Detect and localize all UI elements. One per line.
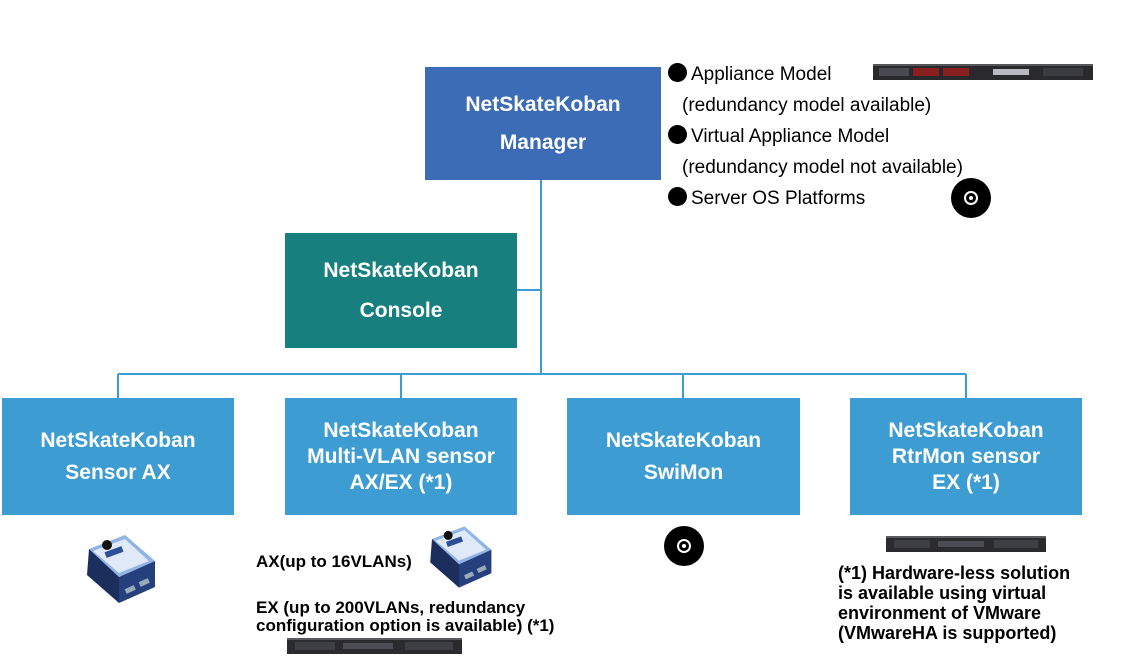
ex-note-line-1: EX (up to 200VLANs, redundancy <box>256 598 526 617</box>
ex-rack-server-icon <box>287 638 462 654</box>
sensor-ax-title: NetSkateKoban <box>40 428 196 452</box>
rtrmon-rack-server-icon <box>886 536 1046 552</box>
manager-node: NetSkateKoban Manager <box>425 67 661 180</box>
manager-models-list: Appliance Model (redundancy model availa… <box>668 59 963 214</box>
bullet-icon <box>668 63 687 82</box>
sensor-ax-device-icon <box>87 535 155 603</box>
hardware-less-footnote: (*1) Hardware-less solution is available… <box>838 563 1070 643</box>
console-title: NetSkateKoban <box>323 258 479 282</box>
swimon-subtitle: SwiMon <box>643 460 724 484</box>
swimon-title: NetSkateKoban <box>605 428 762 452</box>
footnote-line-3: environment of VMware <box>838 603 1042 623</box>
virtual-appliance-item: Virtual Appliance Model <box>668 121 963 152</box>
rtrmon-subtitle: RtrMon sensor <box>891 444 1041 468</box>
multi-vlan-sensor-node: NetSkateKoban Multi-VLAN sensor AX/EX (*… <box>285 398 517 515</box>
footnote-line-2: is available using virtual <box>838 583 1047 603</box>
rack-server-icon <box>873 64 1093 80</box>
rtrmon-sensor-node: NetSkateKoban RtrMon sensor EX (*1) <box>850 398 1082 515</box>
ex-vlan-note: EX (up to 200VLANs, redundancy configura… <box>256 599 554 635</box>
rtrmon-title: NetSkateKoban <box>888 418 1044 442</box>
footnote-line-4: (VMwareHA is supported) <box>838 623 1057 643</box>
footnote-line-1: (*1) Hardware-less solution <box>838 563 1071 583</box>
ax-vlan-note: AX(up to 16VLANs) <box>256 552 412 571</box>
appliance-model-item: Appliance Model <box>668 59 963 90</box>
server-os-disc-icon <box>951 178 991 218</box>
sensor-ax-subtitle: Sensor AX <box>65 460 171 484</box>
swimon-node: NetSkateKoban SwiMon <box>567 398 800 515</box>
manager-title: NetSkateKoban <box>465 92 621 116</box>
virtual-appliance-note: (redundancy model not available) <box>682 157 963 178</box>
bullet-icon <box>668 187 687 206</box>
multi-vlan-subtitle: Multi-VLAN sensor <box>307 444 495 468</box>
console-subtitle: Console <box>359 298 443 322</box>
bullet-icon <box>668 125 687 144</box>
manager-subtitle: Manager <box>499 130 587 154</box>
appliance-model-note: (redundancy model available) <box>682 95 932 116</box>
multi-vlan-variant: AX/EX (*1) <box>349 470 453 494</box>
sensor-ax-node: NetSkateKoban Sensor AX <box>2 398 234 515</box>
swimon-disc-icon <box>664 526 704 566</box>
server-os-item: Server OS Platforms <box>668 183 963 214</box>
ex-note-line-2: configuration option is available) (*1) <box>256 616 555 635</box>
virtual-appliance-label: Virtual Appliance Model <box>691 126 890 147</box>
appliance-model-label: Appliance Model <box>691 64 832 85</box>
rtrmon-variant: EX (*1) <box>932 470 1000 494</box>
console-node: NetSkateKoban Console <box>285 233 517 348</box>
multi-vlan-device-icon <box>430 526 492 588</box>
multi-vlan-title: NetSkateKoban <box>323 418 479 442</box>
server-os-label: Server OS Platforms <box>691 188 866 209</box>
